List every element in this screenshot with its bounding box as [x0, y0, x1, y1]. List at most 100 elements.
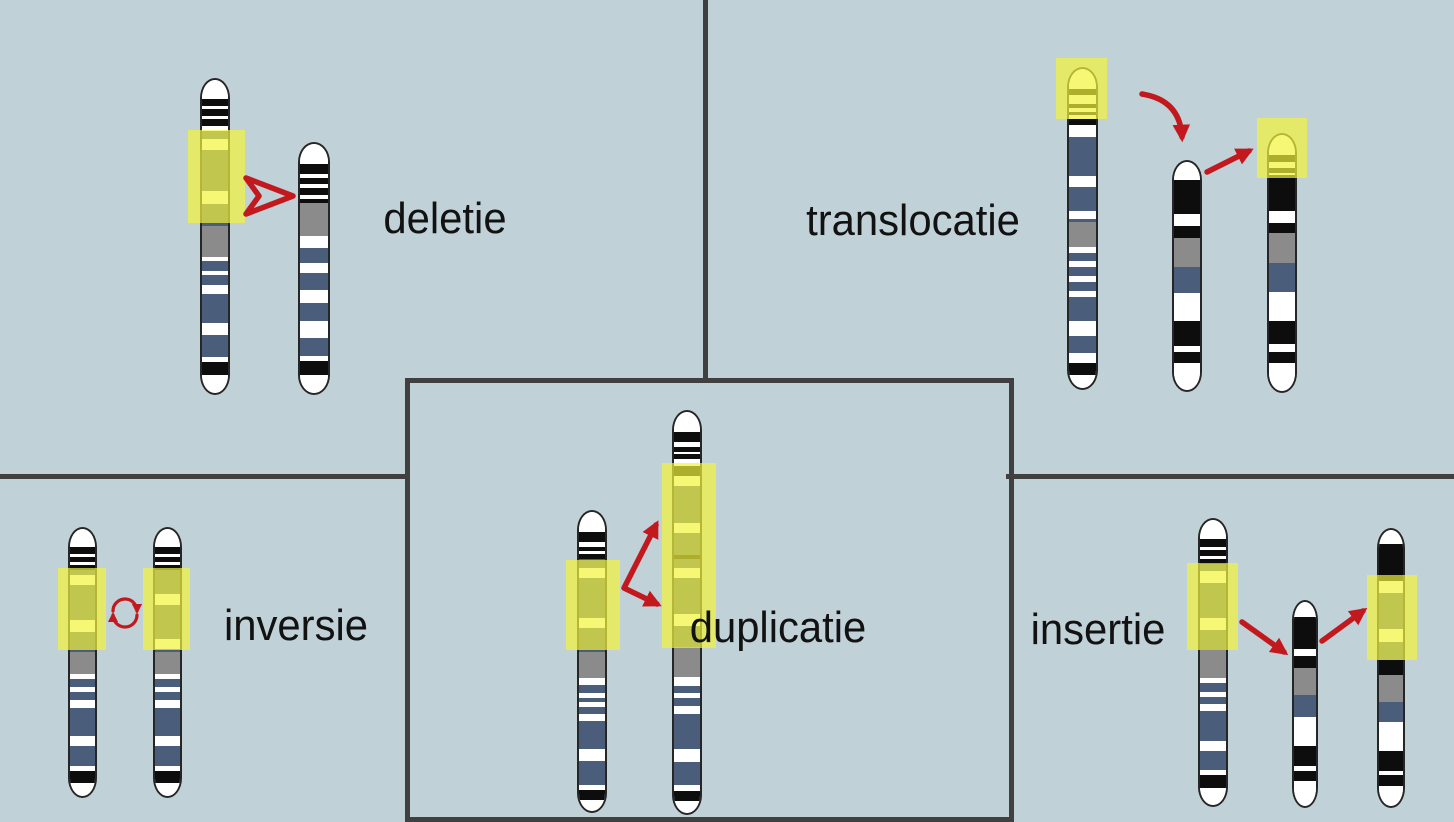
chromosome-band	[674, 685, 700, 694]
chromosome-band	[1200, 650, 1226, 678]
chromosome-band	[1174, 225, 1200, 238]
chromosome-band	[1200, 750, 1226, 771]
chromosome-band	[155, 556, 180, 562]
chromosome-band	[70, 746, 95, 767]
chromosome-band	[155, 529, 180, 547]
chromosome-band	[155, 648, 180, 652]
panel-divider-horizontal-left	[0, 474, 407, 479]
chromosome-band	[674, 412, 700, 432]
chromosome-band	[202, 116, 228, 119]
chromosome-band	[1200, 788, 1226, 805]
label-insertie: insertie	[1030, 605, 1166, 654]
highlight-deletie-segment	[188, 130, 245, 223]
chromosome-band	[1069, 266, 1096, 276]
chromosome-band	[70, 687, 95, 693]
chromosome-band	[674, 693, 700, 699]
chromosome-band	[1174, 179, 1200, 215]
chromosome-band	[300, 144, 328, 164]
chromosome-band	[674, 698, 700, 707]
chromosome-band	[70, 708, 95, 737]
inversie-cycle-arrow-bottom	[107, 611, 139, 629]
chromosome-band	[1069, 275, 1096, 282]
chromosome-band	[70, 561, 95, 565]
chromosome-duplicatie-original	[577, 510, 607, 813]
chromosome-band	[1069, 336, 1096, 354]
chromosome-band	[1174, 345, 1200, 352]
chromosome-band	[1294, 649, 1316, 656]
chromosome-band	[300, 184, 328, 188]
chromosome-band	[300, 248, 328, 263]
chromosome-band	[1200, 711, 1226, 741]
chromosome-band	[579, 692, 605, 698]
chromosome-band	[1069, 222, 1096, 247]
chromosome-band	[155, 564, 180, 570]
chromosome-band	[202, 361, 228, 376]
chromosome-band	[674, 761, 700, 786]
chromosome-band	[1269, 210, 1295, 223]
duplicatie-panel-border	[405, 378, 1014, 822]
chromosome-band	[202, 275, 228, 285]
chromosome-band	[674, 431, 700, 442]
chromosome-band	[70, 700, 95, 709]
chromosome-band	[579, 551, 605, 555]
panel-divider-horizontal-right	[1006, 474, 1454, 479]
chromosome-band	[300, 361, 328, 375]
chromosome-band	[1200, 682, 1226, 692]
deletie-chevron	[243, 175, 296, 217]
chromosome-band	[70, 651, 95, 675]
translocatie-straight-arrow	[1204, 148, 1254, 175]
chromosome-insertie-before	[1292, 600, 1318, 808]
chromosome-band	[1069, 296, 1096, 322]
chromosome-band	[70, 692, 95, 701]
chromosome-band	[1069, 363, 1096, 376]
chromosome-band	[300, 188, 328, 195]
chromosome-band	[579, 546, 605, 552]
chromosome-band	[1200, 740, 1226, 751]
chromosome-band	[70, 771, 95, 784]
chromosome-band	[155, 708, 180, 737]
chromosome-band	[674, 801, 700, 813]
chromosome-band	[1200, 770, 1226, 776]
chromosome-band	[1174, 162, 1200, 180]
chromosome-insertie-after	[1377, 528, 1405, 808]
chromosome-band	[300, 321, 328, 338]
highlight-duplicatie-result-segment	[662, 463, 716, 648]
chromosome-band	[1379, 722, 1403, 751]
chromosome-band	[202, 257, 228, 262]
chromosome-band	[300, 303, 328, 321]
chromosome-band	[579, 652, 605, 678]
chromosome-insertie-donor	[1198, 518, 1228, 807]
chromosome-band	[1200, 546, 1226, 550]
chromosome-band	[300, 273, 328, 290]
chromosome-band	[579, 531, 605, 542]
chromosome-band	[579, 785, 605, 791]
highlight-translocatie-after-segment	[1257, 118, 1307, 178]
chromosome-band	[1294, 616, 1316, 650]
chromosome-band	[579, 748, 605, 761]
chromosome-band	[1294, 765, 1316, 771]
highlight-insertie-after-segment	[1367, 575, 1417, 660]
chromosome-band	[202, 125, 228, 131]
chromosome-band	[202, 322, 228, 335]
chromosome-band	[1379, 660, 1403, 675]
chromosome-band	[155, 766, 180, 772]
chromosome-band	[155, 692, 180, 701]
chromosome-band	[1174, 237, 1200, 268]
chromosome-translocatie-before	[1172, 160, 1202, 392]
chromosome-band	[1294, 695, 1316, 717]
chromosome-band	[1174, 214, 1200, 226]
insertie-arrow-in	[1319, 607, 1368, 644]
chromosome-band	[300, 203, 328, 236]
chromosome-band	[1269, 363, 1295, 391]
chromosome-band	[579, 697, 605, 703]
chromosome-band	[202, 375, 228, 393]
chromosome-band	[674, 454, 700, 460]
chromosome-band	[1200, 696, 1226, 705]
chromosome-band	[202, 334, 228, 357]
chromosome-band	[1269, 343, 1295, 352]
chromosome-band	[202, 119, 228, 126]
chromosome-band	[1200, 538, 1226, 547]
chromosome-band	[155, 783, 180, 796]
chromosome-band	[579, 800, 605, 811]
